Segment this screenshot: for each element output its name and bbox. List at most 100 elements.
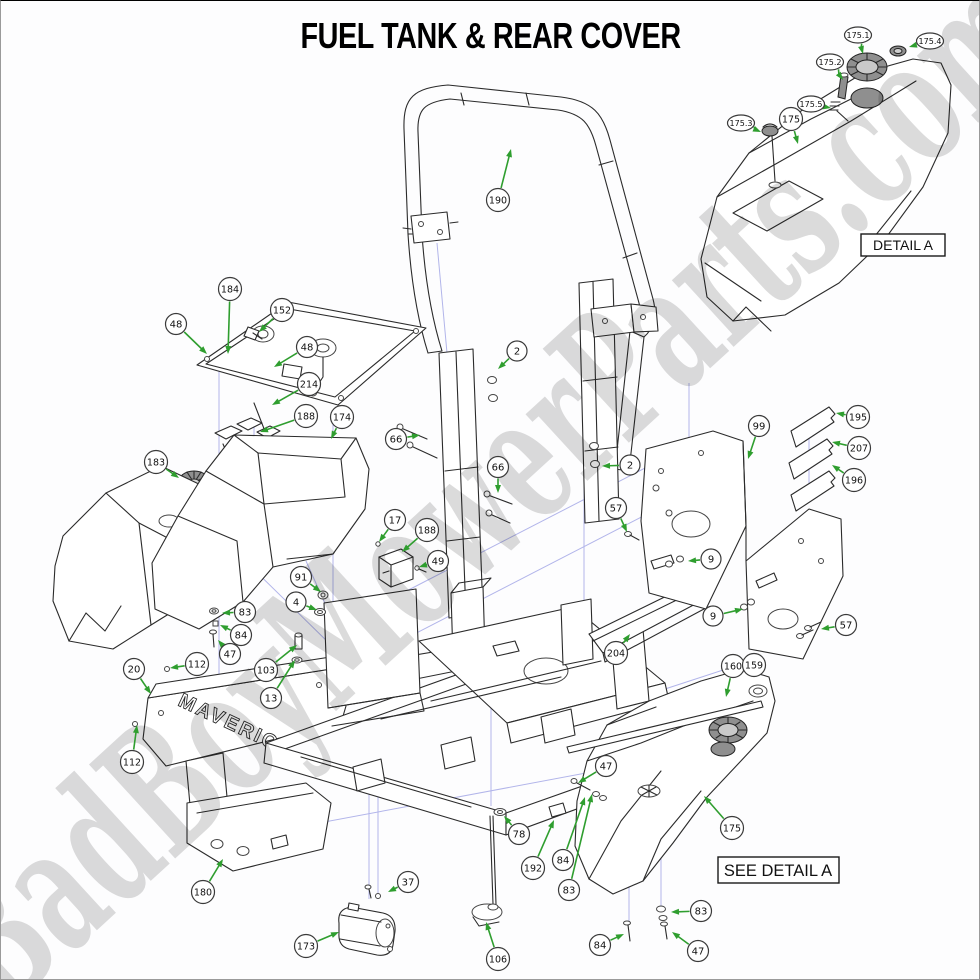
callout-balloon bbox=[293, 933, 319, 959]
callout-number: 175 bbox=[782, 114, 800, 125]
callout-number: 4 bbox=[293, 598, 299, 609]
callout-arrowhead bbox=[747, 450, 754, 459]
callout-arrowhead bbox=[308, 604, 317, 610]
callout-balloon bbox=[383, 508, 407, 532]
callout-number: 112 bbox=[123, 757, 141, 768]
right-fuel-tank bbox=[566, 668, 776, 895]
callout-balloon bbox=[259, 686, 283, 710]
callout-49: 49 bbox=[419, 549, 450, 573]
callout-arrowhead bbox=[858, 45, 864, 54]
callout-arrowhead bbox=[602, 462, 611, 469]
callout-183: 183 bbox=[143, 449, 179, 478]
callout-47: 47 bbox=[218, 640, 242, 666]
callout-balloon bbox=[747, 414, 771, 438]
callout-balloon bbox=[293, 403, 319, 429]
rear-cover bbox=[151, 434, 370, 630]
callout-78: 78 bbox=[504, 816, 531, 846]
callout-arrow bbox=[500, 155, 511, 189]
callout-balloon bbox=[845, 404, 871, 430]
callout-arrow bbox=[838, 442, 847, 447]
callout-number: 152 bbox=[273, 305, 291, 316]
callout-83: 83 bbox=[671, 899, 713, 923]
callout-106: 106 bbox=[485, 922, 511, 972]
callout-arrowhead bbox=[832, 440, 841, 447]
callout-arrow bbox=[263, 318, 274, 328]
callout-number: 112 bbox=[188, 659, 206, 670]
callout-arrowhead bbox=[836, 411, 845, 418]
callout-balloon bbox=[414, 517, 440, 543]
callout-37: 37 bbox=[388, 870, 420, 894]
callout-arrowhead bbox=[506, 149, 512, 158]
motor-cylinder-173 bbox=[338, 902, 396, 956]
callout-number: 159 bbox=[745, 660, 763, 671]
callout-number: 180 bbox=[194, 887, 212, 898]
callout-99: 99 bbox=[747, 414, 771, 459]
callout-number: 214 bbox=[300, 379, 318, 390]
callout-number: 84 bbox=[594, 941, 607, 952]
callout-balloon bbox=[507, 822, 531, 846]
callout-number: 190 bbox=[489, 195, 507, 206]
callout-2: 2 bbox=[602, 454, 641, 476]
callout-arrow bbox=[583, 771, 597, 781]
callout-arrowhead bbox=[504, 816, 512, 825]
callout-214: 214 bbox=[272, 371, 322, 405]
callout-9: 9 bbox=[702, 605, 743, 627]
callout-balloon bbox=[604, 496, 628, 520]
detail-a-label: DETAIL A bbox=[873, 237, 934, 253]
callout-arrowhead bbox=[704, 796, 712, 804]
callout-175: 175 bbox=[778, 106, 804, 144]
callout-arrowhead bbox=[498, 361, 506, 369]
callout-balloon bbox=[588, 933, 612, 957]
callout-arrow bbox=[502, 357, 510, 365]
callout-arrow bbox=[406, 537, 419, 548]
callout-arrowhead bbox=[671, 908, 680, 915]
callout-balloon bbox=[557, 878, 581, 902]
callout-arrowhead bbox=[620, 523, 627, 532]
callout-66: 66 bbox=[384, 427, 420, 451]
callout-arrow bbox=[749, 436, 757, 453]
callout-84: 84 bbox=[220, 623, 253, 647]
callout-arrow bbox=[620, 518, 625, 526]
callout-balloon bbox=[551, 848, 575, 872]
callout-number: 83 bbox=[563, 886, 576, 897]
callout-balloon bbox=[285, 591, 307, 613]
callout-number: 175 bbox=[723, 823, 741, 834]
callout-204: 204 bbox=[603, 634, 630, 666]
callout-balloon bbox=[296, 371, 322, 397]
callout-arrowhead bbox=[199, 346, 207, 354]
callout-number: 184 bbox=[221, 284, 239, 295]
callout-number: 2 bbox=[627, 461, 633, 472]
callout-number: 37 bbox=[402, 878, 415, 889]
callout-number: 103 bbox=[257, 665, 275, 676]
callout-number: 188 bbox=[297, 411, 315, 422]
callout-arrow bbox=[677, 935, 690, 945]
callout-number: 78 bbox=[513, 830, 526, 841]
callout-188: 188 bbox=[260, 403, 319, 433]
callout-number: 57 bbox=[610, 504, 623, 515]
callout-175.2: 175.2 bbox=[815, 53, 845, 80]
callout-175.1: 175.1 bbox=[843, 26, 873, 54]
callout-arrowhead bbox=[272, 398, 281, 405]
callout-number: 9 bbox=[710, 612, 716, 623]
callout-number: 83 bbox=[695, 907, 708, 918]
callout-arrowhead bbox=[672, 932, 681, 940]
callout-arrow bbox=[132, 731, 137, 750]
callout-number: 91 bbox=[295, 573, 308, 584]
callout-balloon bbox=[846, 435, 872, 461]
callout-number: 175.1 bbox=[847, 31, 870, 40]
callout-112: 112 bbox=[170, 651, 210, 677]
callout-number: 196 bbox=[845, 475, 863, 486]
rops-mount-posts bbox=[402, 211, 659, 619]
callout-number: 47 bbox=[224, 650, 237, 661]
callout-balloon bbox=[689, 899, 713, 923]
callout-number: 175.3 bbox=[730, 119, 753, 128]
callout-balloon bbox=[594, 754, 618, 778]
callout-2: 2 bbox=[498, 340, 528, 369]
callout-number: 175.4 bbox=[919, 37, 942, 46]
callout-balloon bbox=[520, 855, 546, 881]
callout-balloon bbox=[741, 652, 767, 678]
callout-173: 173 bbox=[293, 932, 339, 959]
callout-arrow bbox=[723, 609, 737, 615]
callout-103: 103 bbox=[253, 645, 297, 683]
